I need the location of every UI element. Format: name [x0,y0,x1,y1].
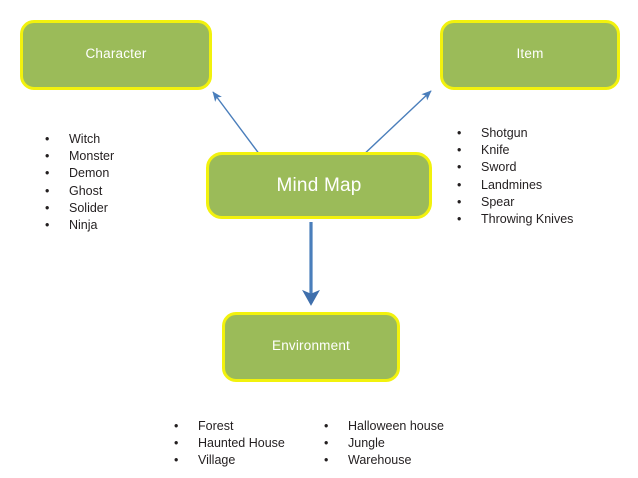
list-item: • Knife [455,142,573,159]
list-item-label: Shotgun [481,126,528,140]
list-item: • Demon [43,165,114,182]
list-item-label: Spear [481,194,515,209]
list-item-label: Witch [69,132,101,146]
list-item-label: Demon [69,166,110,181]
bullet-icon: • [45,149,50,164]
bullet-icon: • [457,177,462,192]
bullet-icon: • [457,212,462,227]
list-item: • Witch [43,131,114,148]
list-item: • Halloween house [322,418,444,435]
list-item: • Ninja [43,217,114,234]
list-item: • Solider [43,200,114,217]
node-mind-map-label: Mind Map [276,174,362,196]
bullet-icon: • [457,160,462,175]
bullet-icon: • [45,132,50,146]
connector-mindmap-to-item [359,90,432,159]
bullet-icon: • [457,194,462,209]
node-character-label: Character [85,45,147,61]
list-item-label: Ghost [69,183,103,198]
node-environment-label: Environment [272,337,350,353]
bullet-icon: • [174,453,179,468]
list-item-label: Monster [69,149,115,164]
list-item-label: Ninja [69,218,98,233]
bullet-icon: • [174,436,179,451]
list-item: • Jungle [322,435,444,452]
list-item: • Sword [455,159,573,176]
list-item: • Spear [455,194,573,211]
connector-mindmap-to-character [212,91,261,156]
node-item-label: Item [516,45,544,61]
item-item-list: • Shotgun • Knife • Sword • Landmines • Spear • Thr… [455,125,573,228]
bullet-icon: • [324,436,329,451]
list-item: • Monster [43,148,114,165]
bullet-icon: • [324,419,329,433]
list-item-label: Throwing Knives [481,212,574,227]
list-item: • Village [172,452,285,469]
list-item: • Shotgun [455,125,573,142]
list-item: • Warehouse [322,452,444,469]
list-item-label: Village [198,453,236,468]
bullet-icon: • [45,200,50,215]
node-character[interactable]: Character [20,20,212,90]
list-item-label: Landmines [481,177,543,192]
list-item: • Landmines [455,177,573,194]
environment-item-list-right: • Halloween house • Jungle • Warehouse [322,418,444,470]
character-item-list: • Witch • Monster • Demon • Ghost • Solider • Ninja [43,131,114,234]
node-environment[interactable]: Environment [222,312,400,382]
list-item: • Ghost [43,183,114,200]
list-item: • Haunted House [172,435,285,452]
bullet-icon: • [45,218,50,233]
list-item-label: Knife [481,143,510,158]
list-item-label: Solider [69,200,108,215]
node-mind-map-center[interactable]: Mind Map [206,152,432,219]
bullet-icon: • [45,166,50,181]
bullet-icon: • [174,419,179,433]
bullet-icon: • [457,126,462,140]
list-item-label: Jungle [348,436,385,451]
bullet-icon: • [45,183,50,198]
node-item[interactable]: Item [440,20,620,90]
list-item: • Forest [172,418,285,435]
bullet-icon: • [324,453,329,468]
environment-item-list-left: • Forest • Haunted House • Village [172,418,285,470]
list-item-label: Warehouse [348,453,412,468]
list-item-label: Haunted House [198,436,285,451]
list-item-label: Sword [481,160,517,175]
list-item: • Throwing Knives [455,211,573,228]
list-item-label: Halloween house [348,419,444,433]
list-item-label: Forest [198,419,234,433]
bullet-icon: • [457,143,462,158]
